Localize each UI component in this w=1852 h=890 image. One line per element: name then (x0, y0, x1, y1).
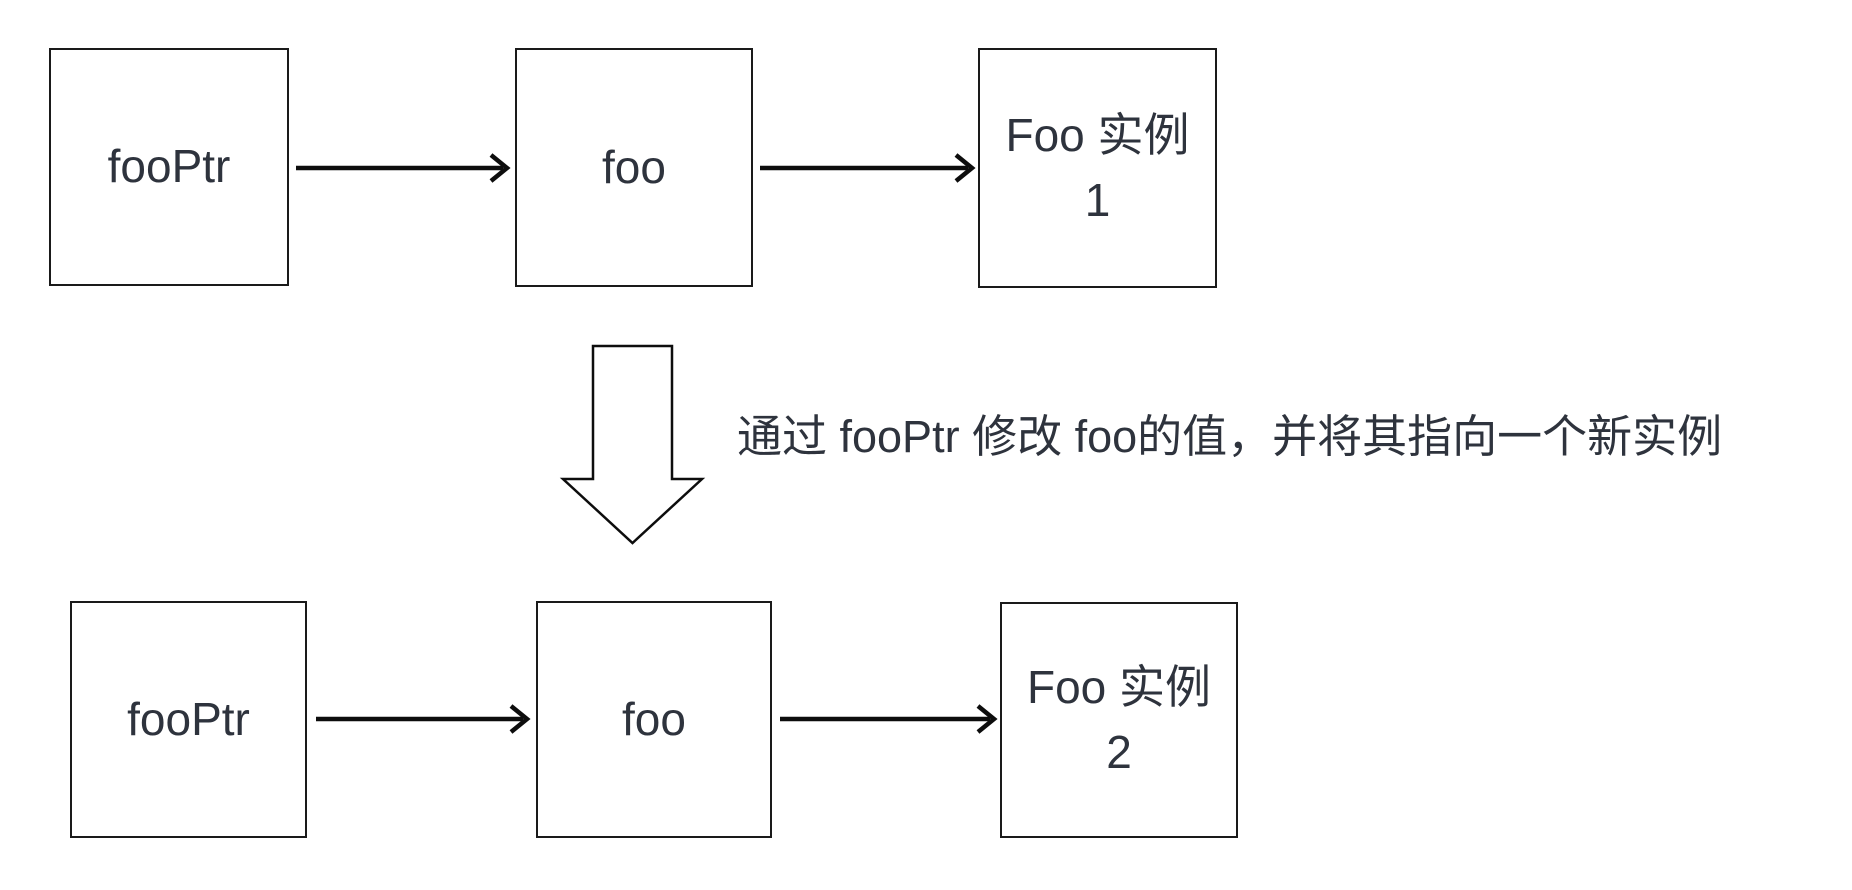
arrow-fooptr-to-foo-before (296, 153, 511, 183)
box-instance2-number: 2 (1106, 726, 1132, 778)
box-fooptr-after: fooPtr (70, 601, 307, 838)
box-fooptr-after-label: fooPtr (127, 692, 250, 745)
box-foo-after: foo (536, 601, 772, 838)
box-fooptr-before: fooPtr (49, 48, 289, 286)
box-instance1-number: 1 (1084, 174, 1111, 226)
box-instance2: Foo 实例 2 (1000, 602, 1238, 838)
box-instance1-label: Foo 实例 (1005, 108, 1190, 161)
box-foo-before-label: foo (602, 140, 666, 193)
box-instance2-label: Foo 实例 (1026, 660, 1212, 713)
box-fooptr-before-label: fooPtr (107, 140, 231, 193)
box-foo-before: foo (515, 48, 753, 287)
transition-down-arrow (559, 344, 706, 545)
transition-caption: 通过 fooPtr 修改 foo的值，并将其指向一个新实例 (737, 411, 1723, 462)
arrow-foo-to-instance2 (780, 704, 998, 734)
arrow-foo-to-instance1 (760, 153, 976, 183)
box-foo-after-label: foo (622, 692, 686, 745)
arrow-fooptr-to-foo-after (316, 704, 531, 734)
box-instance1: Foo 实例 1 (978, 48, 1217, 288)
